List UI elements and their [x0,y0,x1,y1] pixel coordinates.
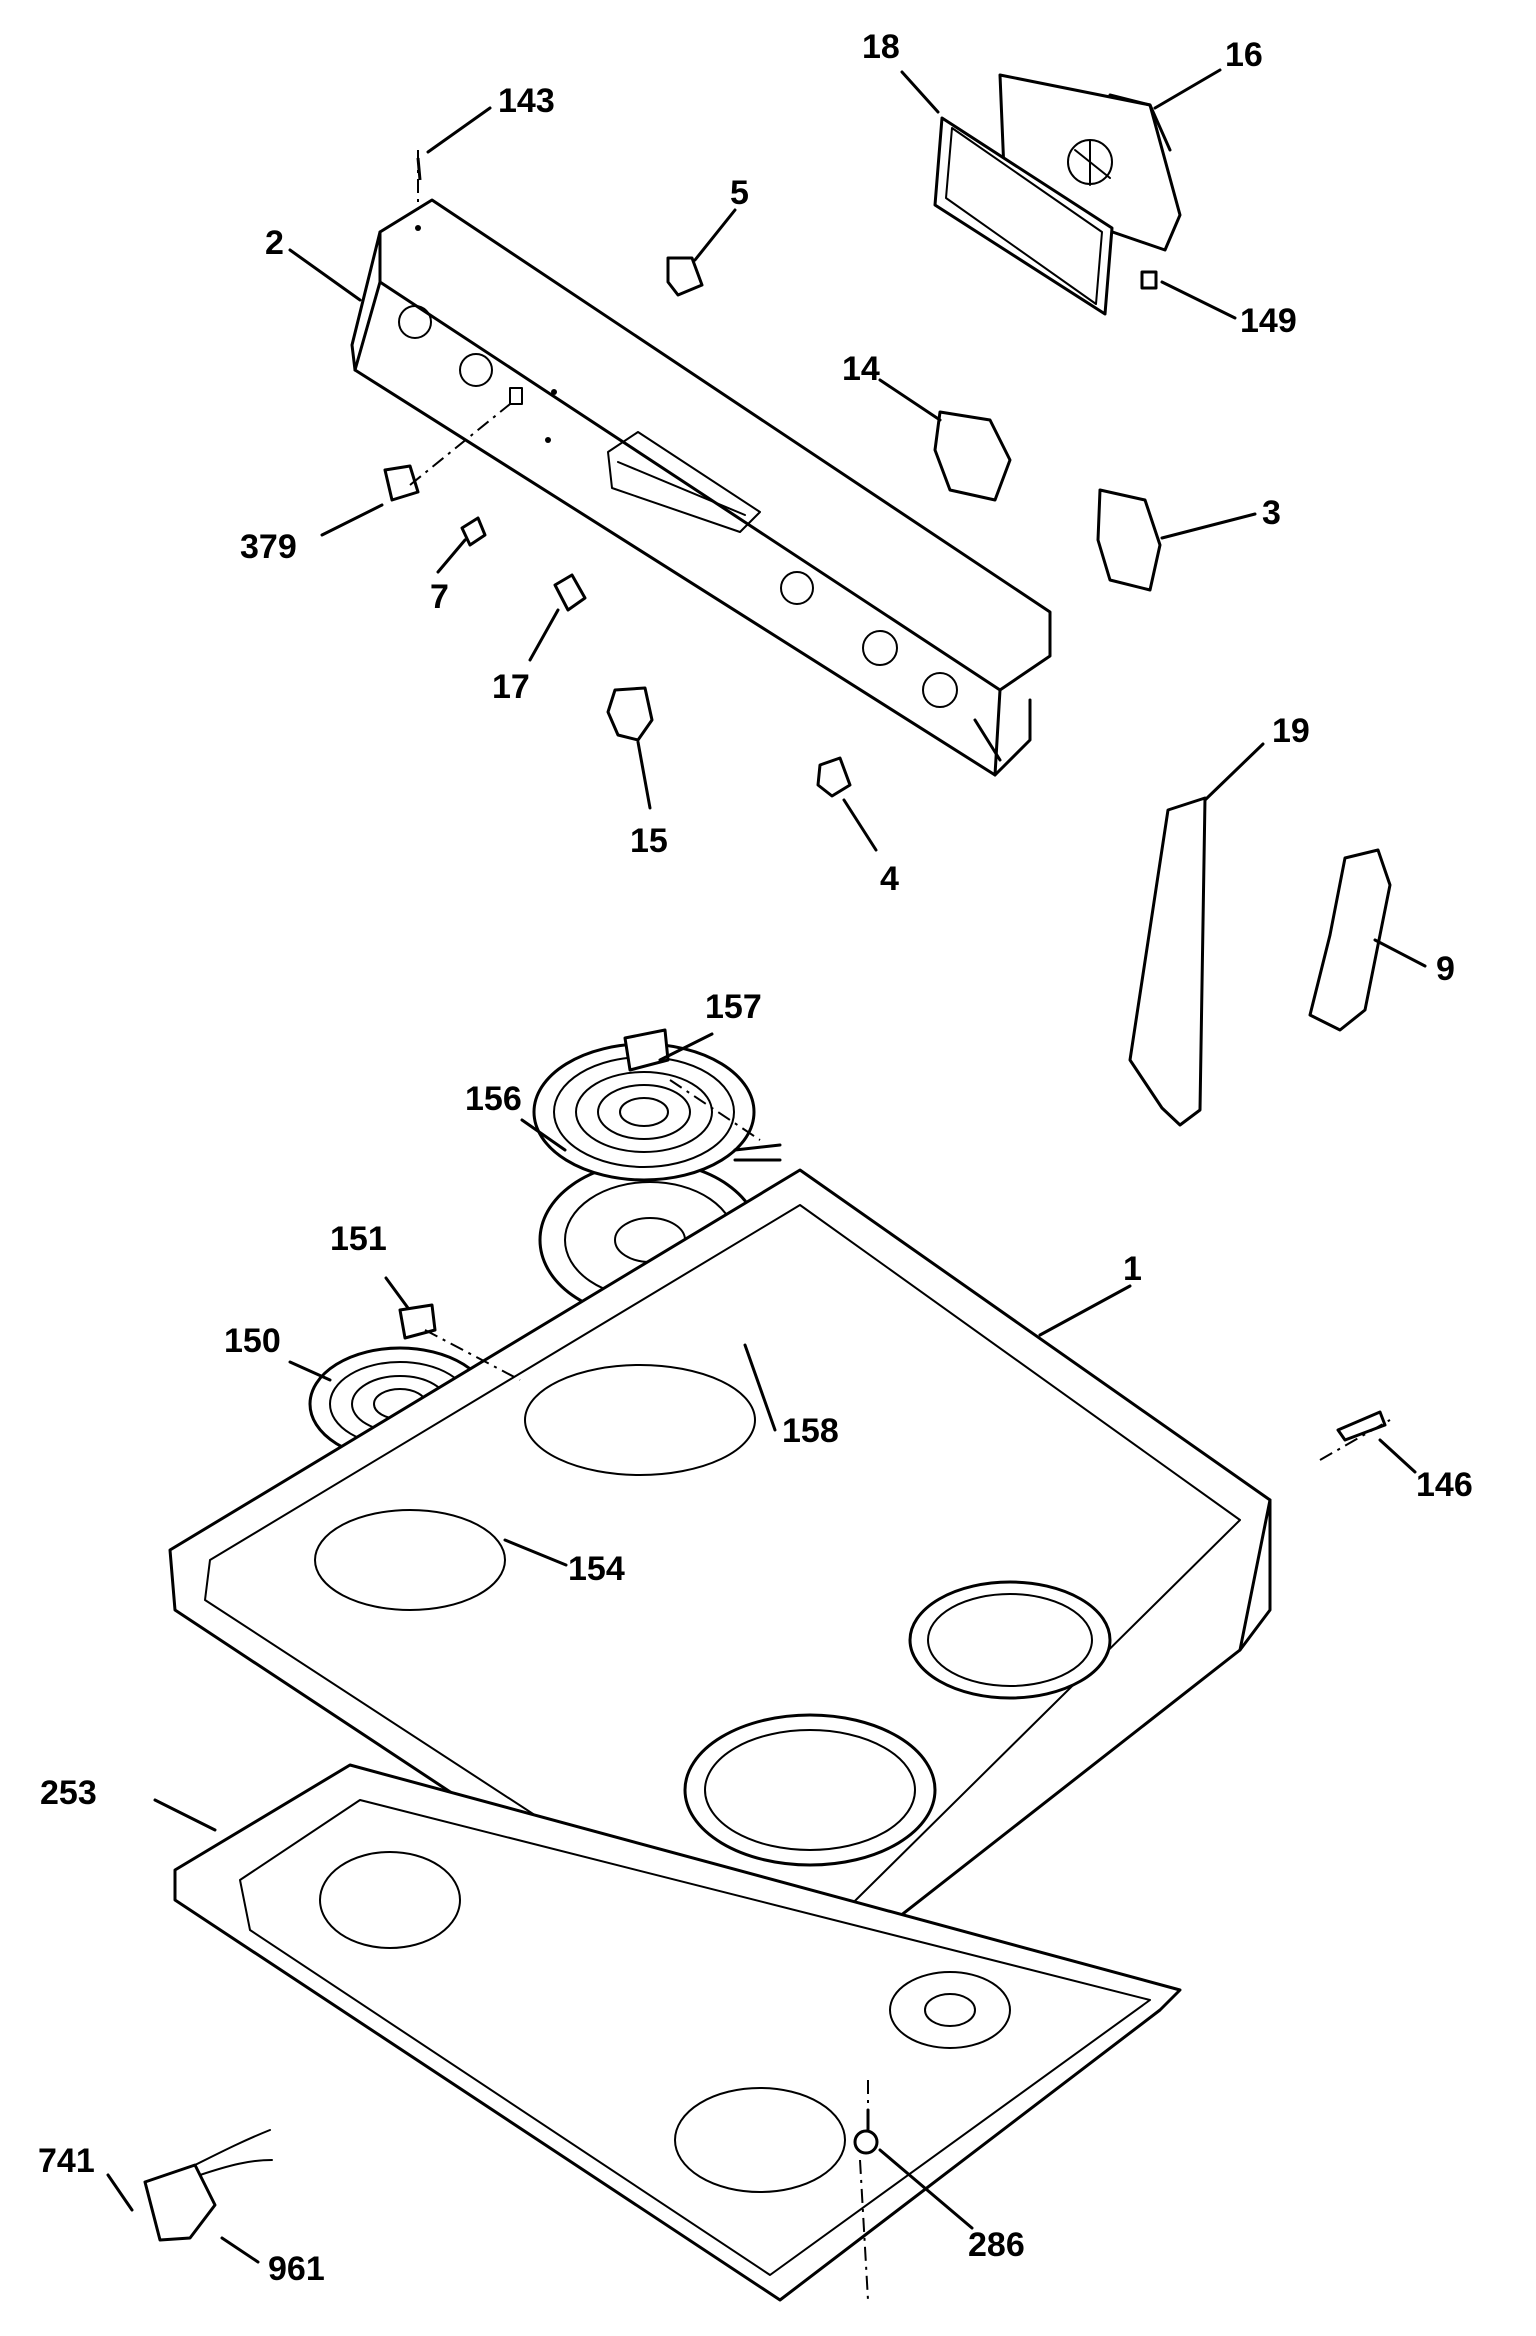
burner-box [173,1763,1182,2302]
callout-5: 5 [730,174,749,212]
callout-253: 253 [40,1774,97,1812]
grommet-part [853,2129,879,2155]
callout-157: 157 [705,988,762,1026]
callout-4: 4 [880,860,899,898]
callout-labels: 143 18 16 2 5 149 14 379 3 7 17 15 4 19 … [38,28,1473,2288]
alignment-line [409,399,516,486]
callout-16: 16 [1225,36,1263,74]
rocker-switch [383,464,420,502]
callout-2: 2 [265,224,284,262]
callout-156: 156 [465,1080,522,1118]
switch-part [666,256,704,297]
callout-1: 1 [1123,1250,1142,1288]
callout-17: 17 [492,668,530,706]
terminal-block-large [733,1143,782,1162]
callout-9: 9 [1436,950,1455,988]
callout-146: 146 [1416,1466,1473,1504]
callout-3: 3 [1262,494,1281,532]
alignment-line [669,1079,761,1141]
callout-741: 741 [38,2142,95,2180]
side-bracket-right [1308,848,1392,1032]
callout-154: 154 [568,1550,625,1588]
callout-961: 961 [268,2250,325,2288]
callout-158: 158 [782,1412,839,1450]
control-panel-backsplash [350,198,1052,777]
cooktop [168,1168,1272,2012]
side-bracket-left [1128,796,1207,1127]
thermal-cap-large [623,1028,670,1072]
callout-14: 14 [842,350,880,388]
callout-143: 143 [498,82,555,120]
leader-lines [106,68,1427,2264]
callout-379: 379 [240,528,297,566]
clock-lens [933,116,1114,316]
callout-149: 149 [1240,302,1297,340]
alignment-line [859,2159,869,2301]
small-clip-part [1140,270,1158,290]
callout-150: 150 [224,1322,281,1360]
callout-151: 151 [330,1220,387,1258]
small-knob [816,756,852,798]
alignment-line [1319,1419,1391,1461]
control-knob [606,686,654,742]
infinite-switch [933,410,1012,502]
callout-19: 19 [1272,712,1310,750]
mounting-screw-146 [1336,1410,1387,1442]
oven-thermostat [1096,488,1162,592]
alignment-line [424,1329,521,1381]
callout-286: 286 [968,2226,1025,2264]
callout-7: 7 [430,578,449,616]
callout-18: 18 [862,28,900,66]
lamp-bulb [553,573,587,612]
indicator-light [460,516,487,547]
callout-15: 15 [630,822,668,860]
receptacle-assembly [143,2129,273,2242]
